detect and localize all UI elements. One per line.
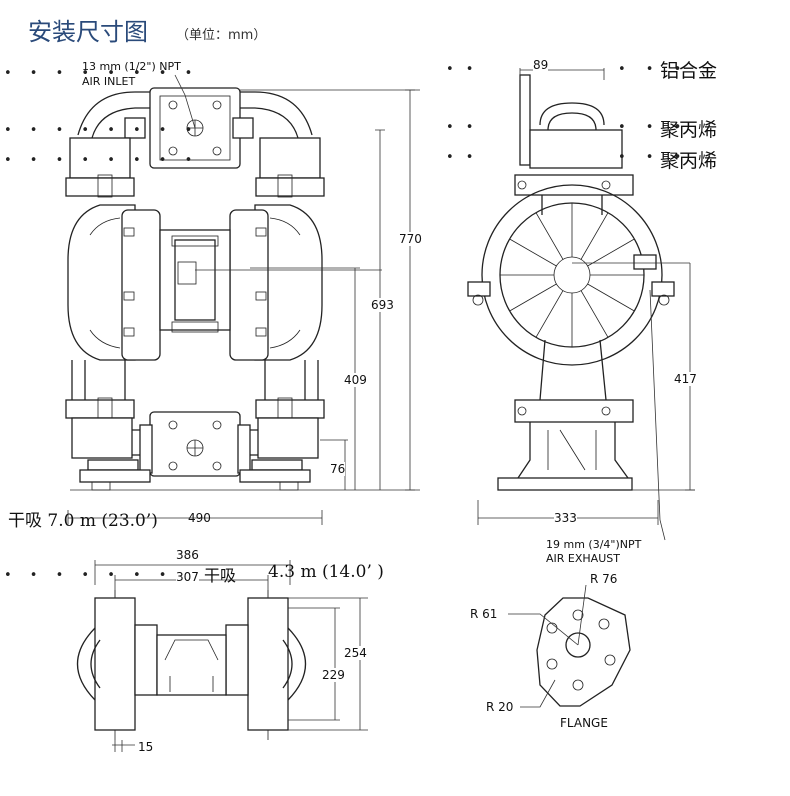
dim-333: 333 <box>554 511 577 525</box>
dry-lift-bottom: 干吸 <box>204 566 237 585</box>
air-exhaust-label: AIR EXHAUST <box>546 552 620 565</box>
wheel-spoke <box>580 290 609 338</box>
unit-note: （单位：mm） <box>176 28 267 43</box>
wheel-spoke <box>580 212 609 260</box>
dim-417: 417 <box>674 372 697 386</box>
material-label-2: 聚丙烯 <box>660 119 718 141</box>
dot-leader-5: • • <box>446 62 478 77</box>
dim-307: 307 <box>176 570 199 584</box>
side-view-pump <box>467 74 675 491</box>
wheel-spoke <box>587 283 635 312</box>
dim-386: 386 <box>176 548 199 562</box>
dim-693: 693 <box>371 298 394 312</box>
dot-leader-1: • • • • • • • • <box>4 66 200 81</box>
dot-leader-9: • • <box>446 150 478 165</box>
dot-leader-10: • • • <box>618 150 690 165</box>
flange-drawing <box>536 597 631 707</box>
dim-229: 229 <box>322 668 345 682</box>
dot-leader-2: • • • • • • • • <box>4 123 200 138</box>
dot-leader-7: • • <box>446 120 478 135</box>
flange-r20: R 20 <box>486 700 514 714</box>
flange-r76: R 76 <box>590 572 618 586</box>
dim-89: 89 <box>533 58 549 72</box>
flange-label: FLANGE <box>560 716 608 730</box>
wheel-spoke <box>535 290 564 338</box>
dot-leader-8: • • • <box>618 120 690 135</box>
dot-leader-4: • • • • • • • • <box>4 568 200 583</box>
wheel-spoke <box>509 283 557 312</box>
dry-lift-bottom-value: 4.3 m (14.0’ ) <box>268 562 384 582</box>
wheel-spoke <box>587 238 635 267</box>
side-view-dimensions <box>477 68 695 541</box>
bottom-view-pump <box>76 590 307 740</box>
front-view-pump <box>65 87 325 491</box>
material-label-1: 铝合金 <box>660 60 718 82</box>
dim-770: 770 <box>399 232 422 246</box>
wheel-spoke <box>509 238 557 267</box>
dim-15: 15 <box>138 740 154 754</box>
air-inlet-size: 13 mm (1/2") NPT <box>82 60 181 73</box>
dim-254: 254 <box>344 646 367 660</box>
page-title: 安装尺寸图 <box>28 18 148 46</box>
air-exhaust-size: 19 mm (3/4")NPT <box>546 538 642 551</box>
air-inlet-label: AIR INLET <box>82 75 136 88</box>
flange-leaders <box>508 584 587 708</box>
wheel-spoke <box>535 212 564 260</box>
flange-r61: R 61 <box>470 607 498 621</box>
dim-409: 409 <box>344 373 367 387</box>
dim-490: 490 <box>188 511 211 525</box>
front-view-dimensions <box>67 74 420 525</box>
dot-leader-3: • • • • • • • • <box>4 153 200 168</box>
dim-76: 76 <box>330 462 346 476</box>
dry-lift-front: 干吸 7.0 m (23.0’) <box>8 511 158 531</box>
material-label-3: 聚丙烯 <box>660 150 718 172</box>
dot-leader-6: • • • <box>618 62 690 77</box>
